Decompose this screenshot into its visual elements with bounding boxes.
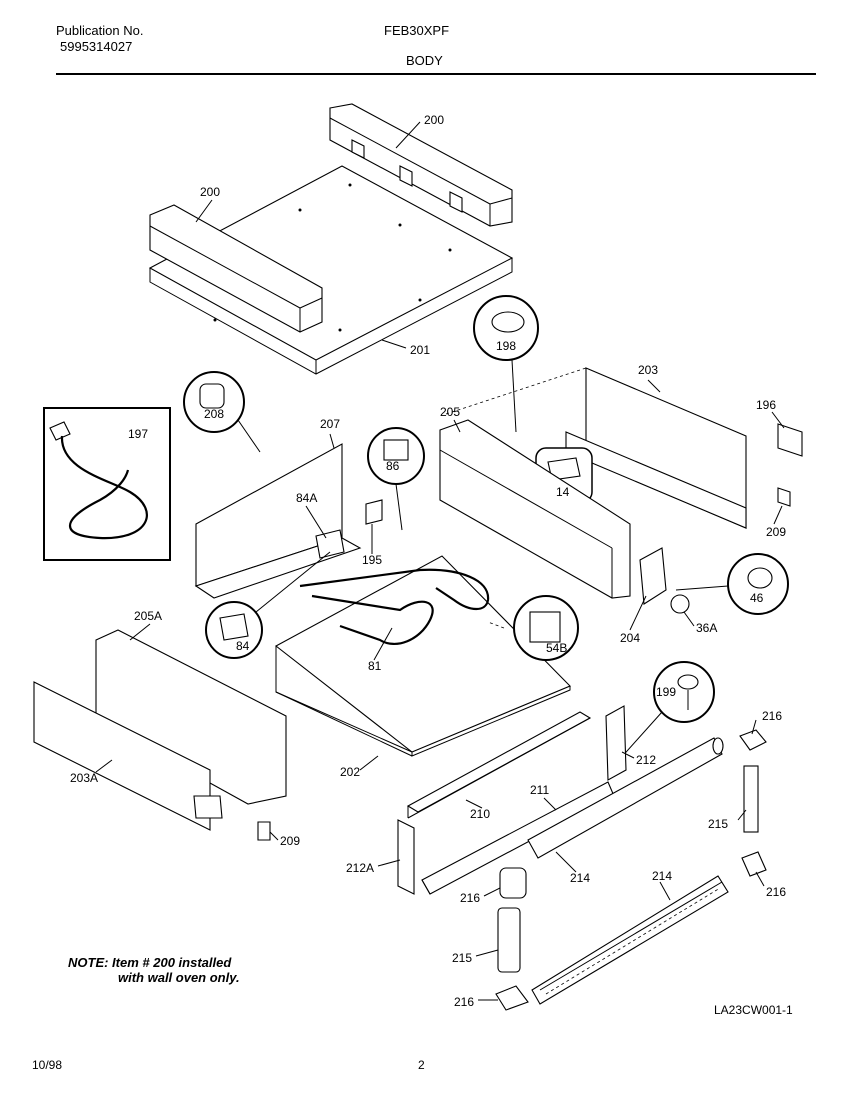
callout-200-top: 200 xyxy=(424,113,444,127)
part-197-power-cord-box xyxy=(43,407,171,561)
part-212-bracket xyxy=(605,705,627,781)
part-200-rear-trim xyxy=(329,103,513,227)
part-215-tube-left xyxy=(497,907,521,973)
callout-215-left: 215 xyxy=(452,951,472,965)
callout-211: 211 xyxy=(530,783,549,797)
part-210-rail xyxy=(406,711,592,819)
part-214-lower-trim xyxy=(531,875,729,1005)
part-214-upper-trim xyxy=(527,737,724,859)
part-46-callout-circle xyxy=(675,553,789,615)
part-54b-callout-circle xyxy=(487,595,579,661)
callout-212a: 212A xyxy=(346,861,374,875)
leader-lines xyxy=(95,121,785,1001)
callout-84: 84 xyxy=(236,639,250,653)
callout-labels: 200 200 201 198 203 196 208 207 205 86 1… xyxy=(70,113,786,1009)
callout-84a: 84A xyxy=(296,491,317,505)
callout-205a: 205A xyxy=(134,609,162,623)
callout-208: 208 xyxy=(204,407,224,421)
callout-198: 198 xyxy=(496,339,516,353)
callout-46: 46 xyxy=(750,591,764,605)
footer-date: 10/98 xyxy=(32,1058,63,1072)
part-200-front-trim xyxy=(149,204,323,333)
part-204-side-plate xyxy=(639,547,667,605)
note-line-2: with wall oven only. xyxy=(118,970,240,985)
callout-205: 205 xyxy=(440,405,460,419)
callout-216-bottom: 216 xyxy=(454,995,474,1009)
callout-196: 196 xyxy=(756,398,776,412)
part-212a-bracket xyxy=(397,819,415,895)
part-207-side-panel xyxy=(194,443,362,599)
callout-209-left: 209 xyxy=(280,834,300,848)
part-216-end-cap-bottom xyxy=(495,985,529,1011)
part-203a-lower-front xyxy=(33,681,223,831)
callout-209-right: 209 xyxy=(766,525,786,539)
callout-207: 207 xyxy=(320,417,340,431)
callout-210: 210 xyxy=(470,807,490,821)
callout-86: 86 xyxy=(386,459,400,473)
part-205-front-frame xyxy=(439,419,631,599)
callout-216-top: 216 xyxy=(762,709,782,723)
callout-203: 203 xyxy=(638,363,658,377)
callout-203a: 203A xyxy=(70,771,98,785)
part-216-end-cap-lower-right xyxy=(741,851,767,877)
part-86-callout-circle xyxy=(367,427,425,531)
callout-36a: 36A xyxy=(696,621,717,635)
callout-200-front: 200 xyxy=(200,185,220,199)
note-line-1: NOTE: Item # 200 installed xyxy=(68,955,232,970)
callout-204: 204 xyxy=(620,631,640,645)
callout-212: 212 xyxy=(636,753,656,767)
section-title: BODY xyxy=(406,53,443,68)
callout-215-right: 215 xyxy=(708,817,728,831)
part-81-heating-element xyxy=(299,568,490,645)
callout-199: 199 xyxy=(656,685,676,699)
part-203-rear-wall xyxy=(445,367,803,529)
callout-214-lower: 214 xyxy=(652,869,672,883)
part-199-callout-circle xyxy=(609,661,715,771)
part-209-bracket-left xyxy=(257,821,271,841)
model-number: FEB30XPF xyxy=(384,23,450,38)
callout-195: 195 xyxy=(362,553,382,567)
part-202-bottom-panel xyxy=(274,555,571,757)
part-84-callout-circle xyxy=(205,551,331,659)
part-208-callout-circle xyxy=(183,371,261,453)
publication-label: Publication No. xyxy=(56,23,144,38)
part-198-callout-circle xyxy=(473,295,539,433)
publication-number: 5995314027 xyxy=(60,39,133,54)
part-195-plate xyxy=(365,499,383,525)
callout-201: 201 xyxy=(410,343,430,357)
part-216-end-cap-top-right xyxy=(739,729,767,751)
callout-14: 14 xyxy=(556,485,570,499)
footer-page-number: 2 xyxy=(418,1058,425,1072)
callout-216-lower-right: 216 xyxy=(766,885,786,899)
part-84a-bracket xyxy=(315,529,345,559)
callout-214-upper: 214 xyxy=(570,871,590,885)
header-rule xyxy=(56,73,816,75)
part-36a-knob xyxy=(670,594,690,614)
callout-54b: 54B xyxy=(546,641,567,655)
callout-202: 202 xyxy=(340,765,360,779)
part-216-end-cap-mid xyxy=(499,867,527,899)
part-215-tube-right xyxy=(743,765,759,833)
figure-code: LA23CW001-1 xyxy=(714,1003,793,1017)
part-201-top-panel xyxy=(148,165,514,375)
panel-holes xyxy=(213,183,452,332)
callout-216-mid: 216 xyxy=(460,891,480,905)
callout-81: 81 xyxy=(368,659,382,673)
callout-197: 197 xyxy=(128,427,148,441)
